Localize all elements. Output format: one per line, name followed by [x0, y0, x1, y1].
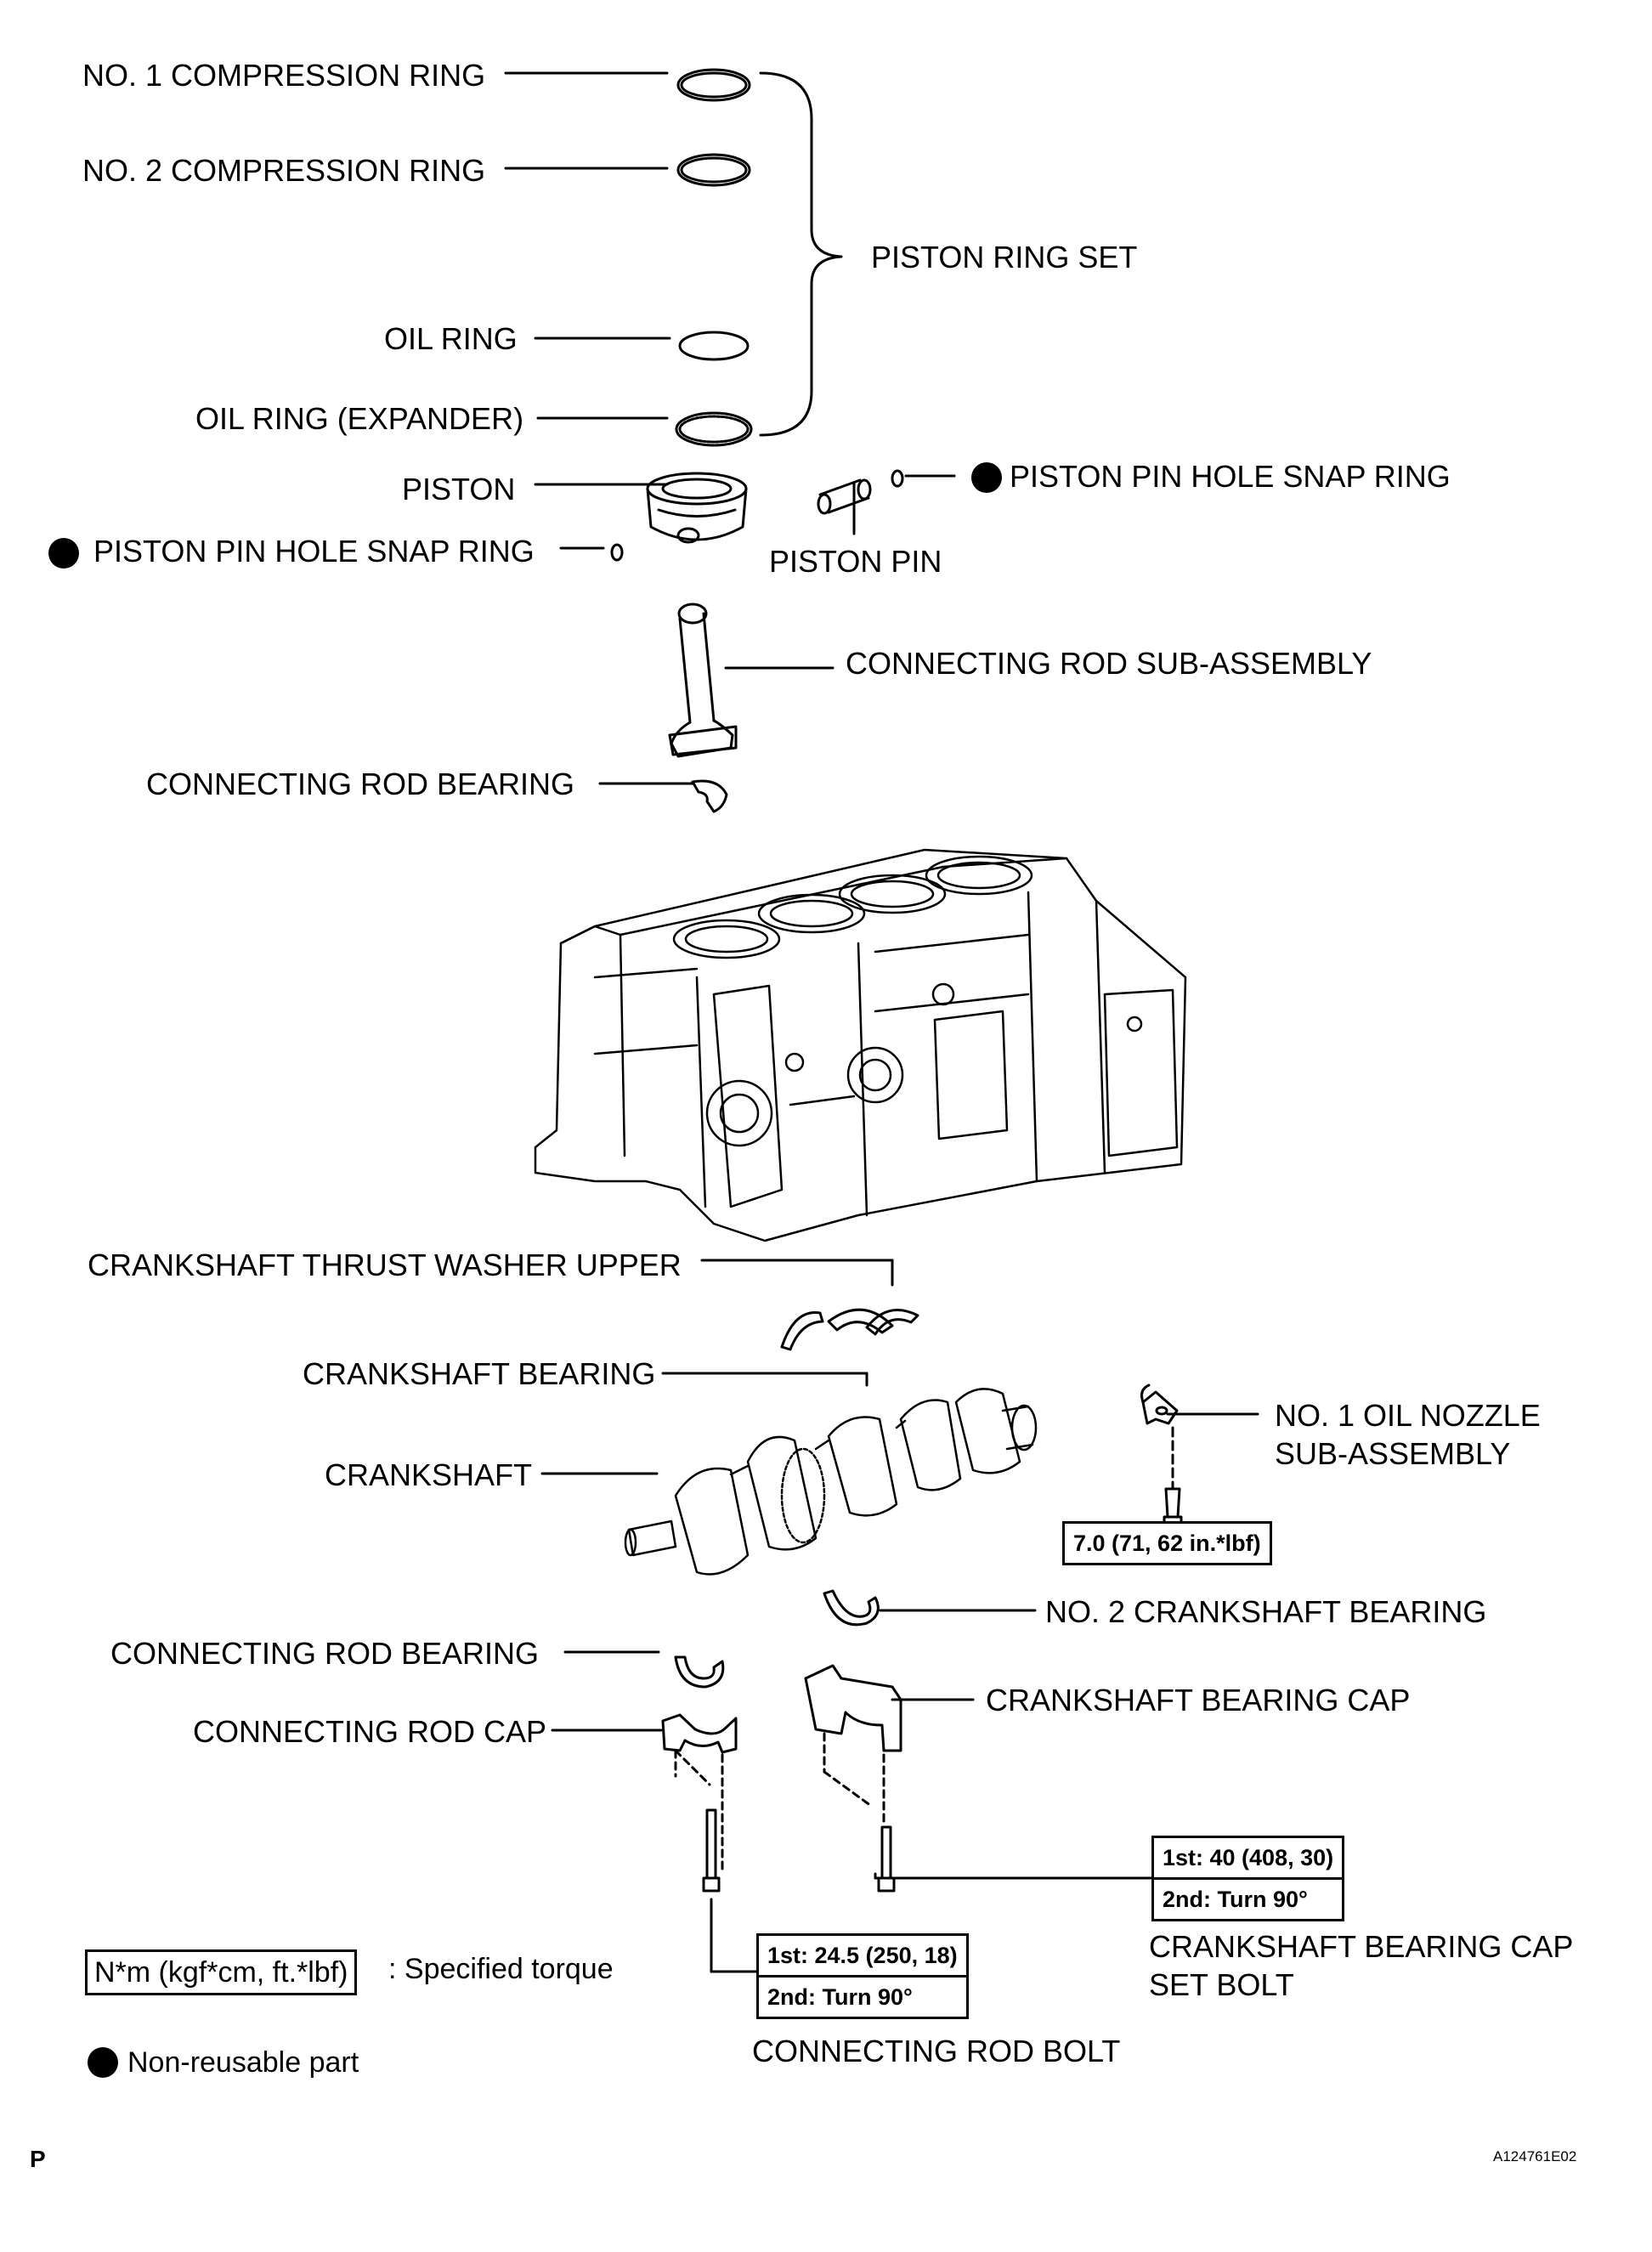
torque-spec-bearing-cap-bolt: 1st: 40 (408, 30) 2nd: Turn 90°: [1151, 1836, 1345, 1921]
legend-torque-text: : Specified torque: [388, 1953, 614, 1985]
non-reusable-bullet-icon: [48, 538, 79, 569]
label-connecting-rod-sub-assembly: CONNECTING ROD SUB-ASSEMBLY: [846, 646, 1372, 681]
label-crankshaft: CRANKSHAFT: [325, 1457, 533, 1492]
label-oil-ring-expander: OIL RING (EXPANDER): [195, 401, 524, 436]
torque-2nd: 2nd: Turn 90°: [759, 1975, 966, 2017]
label-no1-oil-nozzle: NO. 1 OIL NOZZLE: [1275, 1398, 1541, 1433]
label-crankshaft-bearing-cap: CRANKSHAFT BEARING CAP: [986, 1683, 1411, 1717]
torque-spec-rod-bolt: 1st: 24.5 (250, 18) 2nd: Turn 90°: [756, 1933, 969, 2019]
label-no2-compression-ring: NO. 2 COMPRESSION RING: [82, 153, 486, 188]
torque-1st: 1st: 40 (408, 30): [1163, 1845, 1334, 1870]
legend-non-reusable-text: Non-reusable part: [127, 2046, 359, 2079]
label-crankshaft-bearing: CRANKSHAFT BEARING: [303, 1356, 656, 1391]
label-oil-ring: OIL RING: [384, 321, 518, 356]
torque-2nd: 2nd: Turn 90°: [1154, 1877, 1343, 1919]
label-piston-ring-set: PISTON RING SET: [871, 240, 1138, 274]
label-crankshaft-bearing-cap-set-bolt: CRANKSHAFT BEARING CAP: [1149, 1929, 1574, 1964]
label-connecting-rod-bolt: CONNECTING ROD BOLT: [752, 2034, 1121, 2068]
torque-1st: 1st: 24.5 (250, 18): [767, 1943, 958, 1968]
torque-value: 7.0 (71, 62 in.*lbf): [1073, 1531, 1261, 1556]
label-piston: PISTON: [402, 472, 516, 506]
label-no1-compression-ring: NO. 1 COMPRESSION RING: [82, 58, 486, 93]
torque-spec-oil-nozzle: 7.0 (71, 62 in.*lbf): [1062, 1521, 1272, 1565]
label-crankshaft-thrust-washer-upper: CRANKSHAFT THRUST WASHER UPPER: [88, 1248, 682, 1282]
label-piston-pin-hole-snap-ring-right: PISTON PIN HOLE SNAP RING: [1010, 459, 1451, 494]
non-reusable-bullet-icon: [971, 462, 1002, 493]
label-piston-pin: PISTON PIN: [769, 544, 942, 579]
non-reusable-bullet-icon: [88, 2047, 118, 2078]
label-connecting-rod-cap: CONNECTING ROD CAP: [193, 1714, 547, 1749]
figure-code: A124761E02: [1493, 2148, 1577, 2164]
label-piston-pin-hole-snap-ring-left: PISTON PIN HOLE SNAP RING: [93, 534, 535, 569]
label-no1-oil-nozzle-line2: SUB-ASSEMBLY: [1275, 1436, 1511, 1471]
label-crankshaft-bearing-cap-set-bolt-line2: SET BOLT: [1149, 1967, 1294, 2002]
label-connecting-rod-bearing-upper: CONNECTING ROD BEARING: [146, 767, 575, 801]
label-no2-crankshaft-bearing: NO. 2 CRANKSHAFT BEARING: [1045, 1594, 1487, 1629]
section-letter: P: [30, 2146, 46, 2172]
label-connecting-rod-bearing-lower: CONNECTING ROD BEARING: [110, 1636, 540, 1671]
legend-torque-unit-box: N*m (kgf*cm, ft.*lbf): [85, 1949, 358, 1995]
